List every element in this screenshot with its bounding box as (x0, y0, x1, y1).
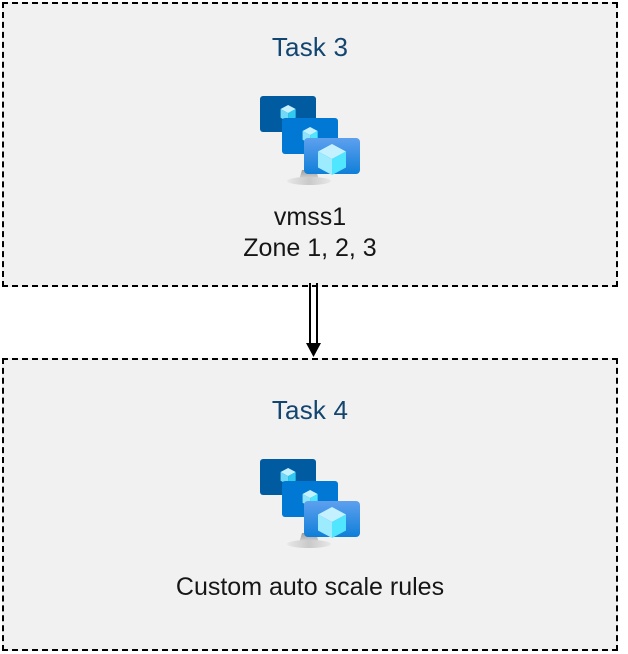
task4-caption-line-1: Custom auto scale rules (175, 573, 445, 601)
task3-caption-line-1: vmss1 (273, 203, 347, 231)
task4-title: Task 4 (271, 395, 349, 425)
task3-caption: vmss1 Zone 1, 2, 3 (4, 202, 616, 264)
vmss-icon (258, 455, 362, 551)
connector-arrow-down (300, 283, 328, 358)
task-box-task3[interactable]: Task 3 (2, 2, 618, 287)
task-box-task4[interactable]: Task 4 (2, 358, 618, 651)
task3-title: Task 3 (271, 32, 349, 62)
vmss-icon (258, 92, 362, 188)
task3-caption-line-2: Zone 1, 2, 3 (243, 234, 377, 262)
task4-caption: Custom auto scale rules (4, 572, 616, 603)
